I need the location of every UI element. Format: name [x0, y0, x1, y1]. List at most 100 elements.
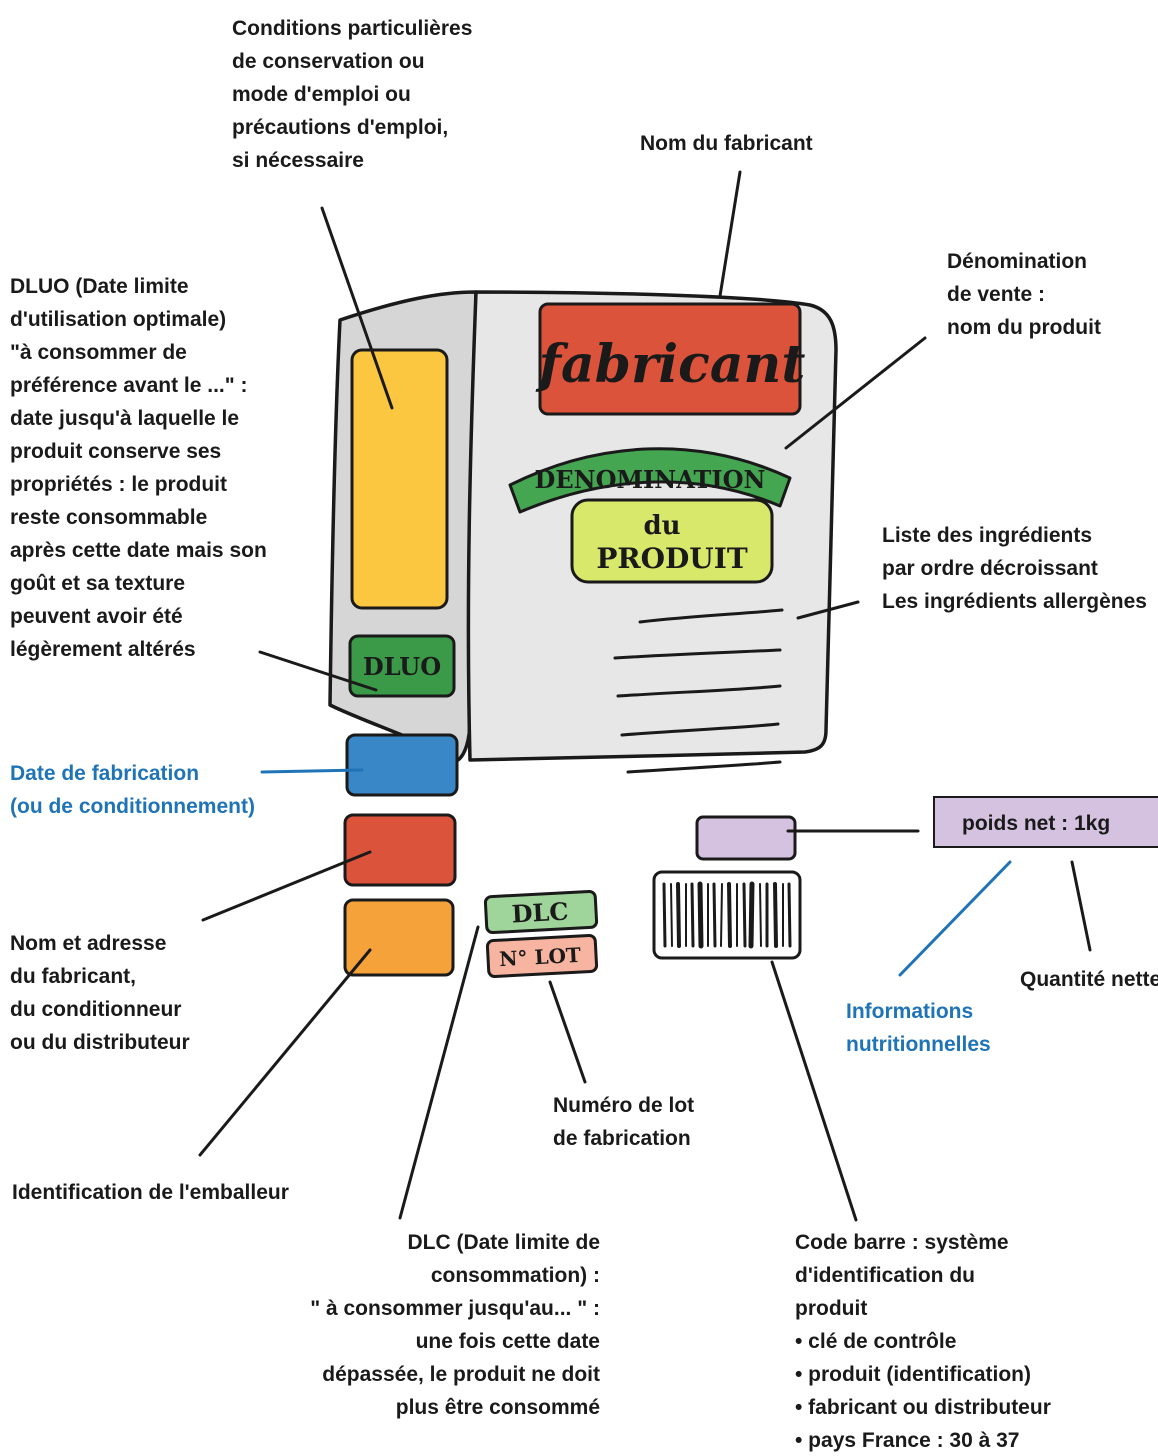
label-line-code-barre-3: • clé de contrôle [795, 1330, 956, 1353]
label-line-dluo-0: DLUO (Date limite [10, 275, 189, 298]
label-line-conditions-4: si nécessaire [232, 149, 364, 172]
label-numero-lot: Numéro de lot de fabrication [553, 1094, 694, 1150]
leader-nom-adresse [201, 850, 372, 922]
label-denomination-vente: Dénomination de vente : nom du produit [947, 250, 1101, 339]
label-line-code-barre-5: • fabricant ou distributeur [795, 1396, 1051, 1419]
label-quantite-nette: Quantité nette [1020, 968, 1158, 991]
label-line-dluo-5: produit conserve ses [10, 440, 221, 463]
label-line-nom-adresse-2: du conditionneur [10, 998, 181, 1021]
label-line-code-barre-0: Code barre : système [795, 1231, 1009, 1254]
dluo-tag-text: DLUO [363, 652, 441, 681]
label-line-ingredients-1: par ordre décroissant [882, 557, 1098, 580]
label-poids-net: poids net : 1kg [933, 796, 1158, 848]
label-line-date-fabrication-0: Date de fabrication [10, 762, 199, 785]
label-informations-nutritionnelles: Informations nutritionnelles [846, 1000, 991, 1056]
label-line-poids-net: poids net : 1kg [962, 812, 1110, 835]
label-line-dlc-0: DLC (Date limite de [407, 1231, 600, 1254]
label-line-dlc-4: dépassée, le produit ne doit [322, 1363, 600, 1386]
leader-numero-lot [548, 980, 587, 1084]
label-line-nom-adresse-1: du fabricant, [10, 965, 136, 988]
leader-code-barre [770, 960, 858, 1222]
label-code-barre: Code barre : système d'identification du… [795, 1231, 1051, 1452]
barcode [652, 870, 802, 960]
date-fabrication-swatch [345, 733, 459, 797]
produit-text: PRODUIT [596, 542, 748, 575]
label-line-code-barre-2: produit [795, 1297, 867, 1320]
leader-denomination [784, 336, 927, 450]
leader-date-fabrication [260, 768, 364, 774]
label-line-numero-lot-0: Numéro de lot [553, 1094, 694, 1117]
label-line-denomination-vente-2: nom du produit [947, 316, 1101, 339]
label-line-informations-nutritionnelles-1: nutritionnelles [846, 1033, 991, 1056]
dlc-tag-text: DLC [511, 897, 569, 929]
label-line-dluo-8: après cette date mais son [10, 539, 267, 562]
leader-ingredients [796, 600, 860, 620]
label-line-conditions-2: mode d'emploi ou [232, 83, 411, 106]
label-line-emballeur-0: Identification de l'emballeur [12, 1181, 289, 1204]
label-line-nom-adresse-3: ou du distributeur [10, 1031, 190, 1054]
label-line-denomination-vente-1: de vente : [947, 283, 1045, 306]
leader-dluo [258, 650, 378, 692]
dluo-tag-shape [348, 634, 456, 698]
label-line-dluo-4: date jusqu'à laquelle le [10, 407, 239, 430]
dlc-tag-shape [483, 889, 599, 935]
label-line-dluo-11: légèrement altérés [10, 638, 196, 661]
label-line-dlc-3: une fois cette date [416, 1330, 600, 1353]
label-line-numero-lot-1: de fabrication [553, 1127, 691, 1150]
leader-nutrition [898, 860, 1012, 977]
produit-du-text: du [643, 511, 680, 541]
ingredient-lines [613, 608, 784, 774]
label-line-informations-nutritionnelles-0: Informations [846, 1000, 973, 1023]
lot-tag-text: N° LOT [499, 943, 582, 971]
label-nom-fabricant: Nom du fabricant [640, 132, 813, 155]
label-line-conditions-0: Conditions particulières [232, 17, 472, 40]
produit-panel [570, 498, 774, 584]
fabricant-panel [538, 302, 802, 416]
label-line-quantite-nette-0: Quantité nette [1020, 968, 1158, 991]
fabricant-logo-text: fabricant [535, 334, 806, 395]
label-line-dluo-2: "à consommer de [10, 341, 187, 364]
label-conditions: Conditions particulières de conservation… [232, 17, 472, 172]
label-line-code-barre-4: • produit (identification) [795, 1363, 1031, 1386]
poids-net-box [933, 796, 1158, 848]
lot-tag-shape [485, 934, 599, 978]
label-line-ingredients-0: Liste des ingrédients [882, 524, 1092, 547]
emballeur-swatch [343, 898, 455, 977]
label-line-dlc-5: plus être consommé [396, 1396, 600, 1419]
denomination-banner-text: DENOMINATION [535, 465, 766, 494]
label-dluo: DLUO (Date limite d'utilisation optimale… [10, 275, 267, 661]
label-line-code-barre-6: • pays France : 30 à 37 [795, 1429, 1019, 1452]
label-line-dluo-9: goût et sa texture [10, 572, 185, 595]
leader-emballeur [198, 948, 372, 1157]
label-date-fabrication: Date de fabrication (ou de conditionneme… [10, 762, 255, 818]
label-line-conditions-1: de conservation ou [232, 50, 425, 73]
label-line-dlc-1: consommation) : [431, 1264, 600, 1287]
label-line-code-barre-1: d'identification du [795, 1264, 975, 1287]
label-line-dluo-1: d'utilisation optimale) [10, 308, 226, 331]
leader-quantite [1070, 860, 1092, 952]
label-line-dlc-2: " à consommer jusqu'au... " : [310, 1297, 600, 1320]
poids-net-swatch [695, 815, 797, 861]
label-dlc: DLC (Date limite de consommation) : " à … [310, 1231, 600, 1419]
label-line-dluo-7: reste consommable [10, 506, 207, 529]
label-line-nom-fabricant-0: Nom du fabricant [640, 132, 813, 155]
label-line-date-fabrication-1: (ou de conditionnement) [10, 795, 255, 818]
label-line-denomination-vente-0: Dénomination [947, 250, 1087, 273]
leader-lines [198, 170, 1092, 1222]
denomination-banner [508, 447, 792, 514]
label-emballeur: Identification de l'emballeur [12, 1181, 289, 1204]
leader-dlc [398, 925, 480, 1220]
label-line-dluo-3: préférence avant le ..." : [10, 374, 248, 397]
nom-adresse-swatch [343, 813, 457, 887]
product-box: DLUO fabricant DENOMINATION du PRODUIT [328, 290, 838, 978]
leader-conditions [320, 206, 394, 410]
label-line-nom-adresse-0: Nom et adresse [10, 932, 166, 955]
label-line-dluo-10: peuvent avoir été [10, 605, 183, 628]
label-line-ingredients-2: Les ingrédients allergènes [882, 590, 1147, 613]
label-nom-adresse: Nom et adresse du fabricant, du conditio… [10, 932, 190, 1054]
label-line-dluo-6: propriétés : le produit [10, 473, 227, 496]
leader-nom-fabricant [718, 170, 742, 298]
conservation-swatch [350, 348, 449, 610]
label-ingredients: Liste des ingrédients par ordre décroiss… [882, 524, 1147, 613]
